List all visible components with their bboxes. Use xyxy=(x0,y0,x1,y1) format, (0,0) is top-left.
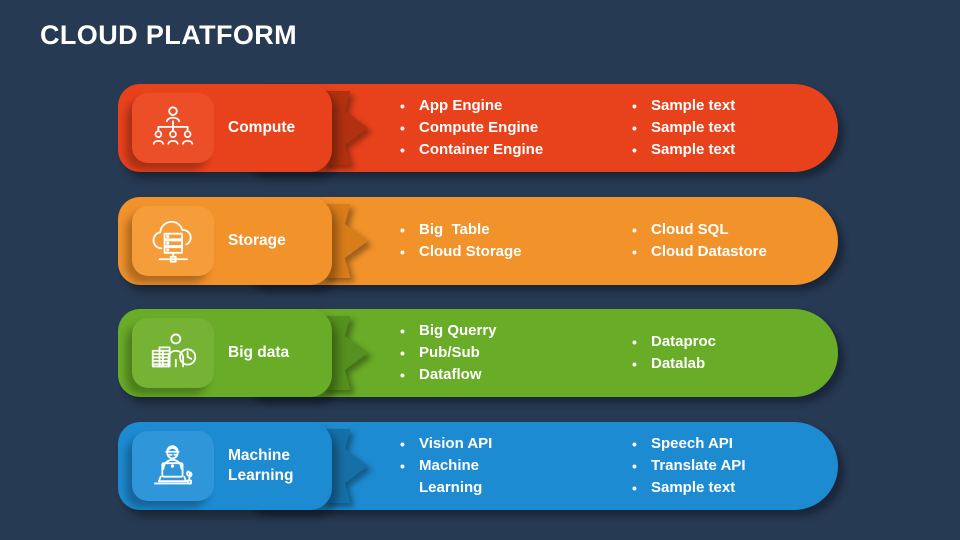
process-row-storage: Storage Big Table Cloud Storage Cloud SQ… xyxy=(0,197,960,285)
bullet-item: App Engine xyxy=(398,95,610,117)
bullet-column-1: App Engine Compute Engine Container Engi… xyxy=(398,84,610,172)
bullet-item: Big Table xyxy=(398,219,610,241)
row-label: Compute xyxy=(228,119,296,136)
process-row-compute: Compute App Engine Compute Engine Contai… xyxy=(0,84,960,172)
process-row-big-data: Big data Big Querry Pub/Sub Dataflow Dat… xyxy=(0,309,960,397)
bullet-column-2: Dataproc Datalab xyxy=(630,309,835,397)
slide-title: CLOUD PLATFORM xyxy=(40,20,298,50)
bullet-item: Cloud Storage xyxy=(398,241,610,263)
bullet-column-2: Sample text Sample text Sample text xyxy=(630,84,835,172)
row-label-box: Storage xyxy=(118,197,332,285)
row-label: Machine Learning xyxy=(228,447,294,484)
cloud-server-icon xyxy=(132,206,214,276)
bullet-item: Dataflow xyxy=(398,364,610,386)
bullet-column-1: Big Querry Pub/Sub Dataflow xyxy=(398,309,610,397)
bullet-item: Big Querry xyxy=(398,320,610,342)
org-chart-icon xyxy=(132,93,214,163)
bullet-item: Machine Learning xyxy=(398,455,528,499)
bullet-item: Pub/Sub xyxy=(398,342,610,364)
bullet-column-1: Vision API Machine Learning xyxy=(398,422,528,510)
bullet-item: Speech API xyxy=(630,433,835,455)
bullet-item: Sample text xyxy=(630,139,835,161)
bullet-item: Sample text xyxy=(630,117,835,139)
bullet-item: Vision API xyxy=(398,433,528,455)
bullet-item: Container Engine xyxy=(398,139,610,161)
row-label: Storage xyxy=(228,232,286,249)
bullet-item: Compute Engine xyxy=(398,117,610,139)
bullet-item: Cloud SQL xyxy=(630,219,835,241)
bullet-item: Translate API xyxy=(630,455,835,477)
developer-laptop-icon xyxy=(132,431,214,501)
bullet-item: Sample text xyxy=(630,95,835,117)
row-label: Big data xyxy=(228,344,290,361)
analytics-person-icon xyxy=(132,318,214,388)
bullet-item: Cloud Datastore xyxy=(630,241,835,263)
bullet-item: Datalab xyxy=(630,353,835,375)
row-label-box: Compute xyxy=(118,84,332,172)
bullet-column-2: Cloud SQL Cloud Datastore xyxy=(630,197,835,285)
process-row-machine-learning: Machine Learning Vision API Machine Lear… xyxy=(0,422,960,510)
bullet-item: Dataproc xyxy=(630,331,835,353)
row-label-box: Big data xyxy=(118,309,332,397)
bullet-column-2: Speech API Translate API Sample text xyxy=(630,422,835,510)
bullet-item: Sample text xyxy=(630,477,835,499)
bullet-column-1: Big Table Cloud Storage xyxy=(398,197,610,285)
row-label-box: Machine Learning xyxy=(118,422,332,510)
